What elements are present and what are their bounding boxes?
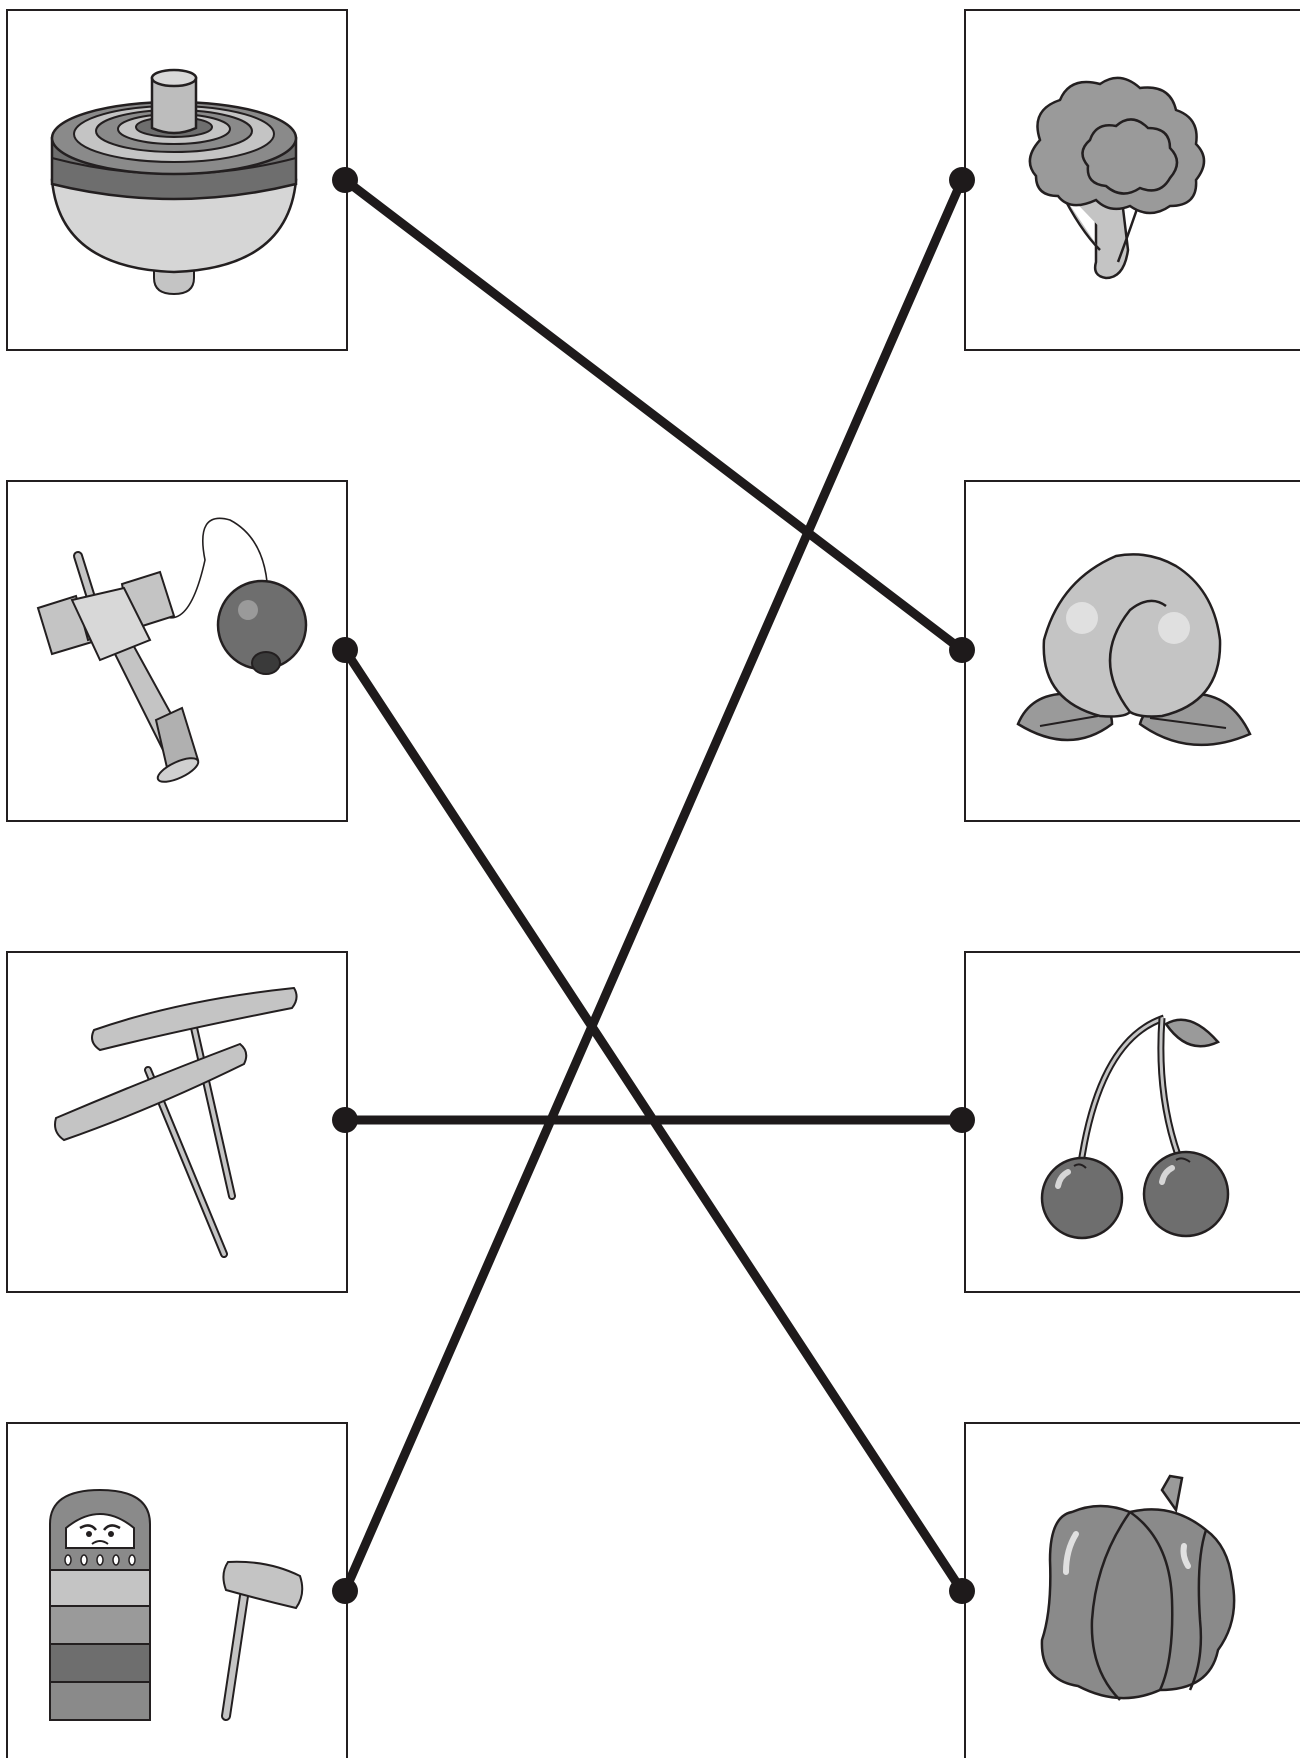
right-box-2 xyxy=(965,481,1300,821)
left-box-3 xyxy=(7,952,347,1292)
right-box-3 xyxy=(965,952,1300,1292)
left-box-4 xyxy=(7,1423,347,1758)
left-box-2 xyxy=(7,481,347,821)
right-box-4 xyxy=(965,1423,1300,1758)
left-dot-3[interactable] xyxy=(332,1107,358,1133)
right-dot-3[interactable] xyxy=(949,1107,975,1133)
right-dot-1[interactable] xyxy=(949,167,975,193)
connection-lines xyxy=(332,167,975,1604)
right-dot-2[interactable] xyxy=(949,637,975,663)
left-dot-2[interactable] xyxy=(332,637,358,663)
connection-line-1 xyxy=(345,180,962,650)
right-dot-4[interactable] xyxy=(949,1578,975,1604)
left-box-1 xyxy=(7,10,347,350)
left-dot-4[interactable] xyxy=(332,1578,358,1604)
right-box-1 xyxy=(965,10,1300,350)
connection-line-4 xyxy=(345,180,962,1591)
left-dot-1[interactable] xyxy=(332,167,358,193)
